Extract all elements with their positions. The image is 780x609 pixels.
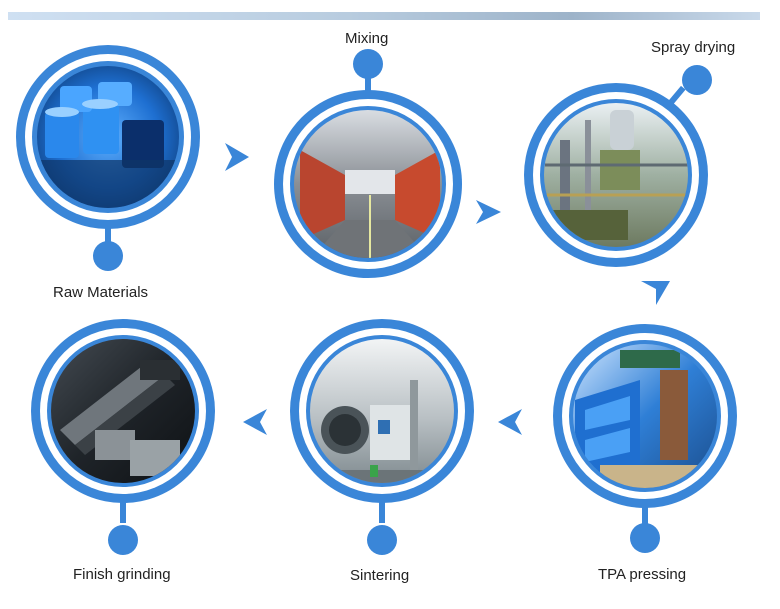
connector-dot bbox=[93, 241, 123, 271]
connector-dot bbox=[108, 525, 138, 555]
connector-dot bbox=[630, 523, 660, 553]
arrow-left-icon bbox=[243, 409, 267, 435]
arrow-right-icon bbox=[225, 143, 249, 171]
step-spray-drying bbox=[524, 65, 712, 267]
connector-dot bbox=[682, 65, 712, 95]
step-mixing bbox=[274, 49, 462, 278]
arrow-down-icon bbox=[641, 281, 670, 305]
photo-factory-hall bbox=[300, 150, 440, 258]
label-sintering: Sintering bbox=[350, 567, 410, 584]
arrow-left-icon bbox=[498, 409, 522, 435]
photo-spray-tower bbox=[545, 110, 688, 240]
photo-press-machines bbox=[575, 350, 710, 488]
step-sintering bbox=[290, 319, 474, 555]
label-spray-drying: Spray drying bbox=[651, 39, 736, 56]
label-mixing: Mixing bbox=[345, 30, 389, 47]
step-finish-grinding bbox=[31, 319, 215, 555]
step-raw-materials bbox=[16, 45, 200, 271]
header-divider-bar bbox=[8, 12, 760, 20]
label-finish-grinding: Finish grinding bbox=[73, 566, 171, 583]
arrow-right-icon bbox=[476, 200, 501, 224]
label-tpa-pressing: TPA pressing bbox=[598, 566, 687, 583]
label-raw-materials: Raw Materials bbox=[53, 284, 149, 301]
step-tpa-pressing bbox=[553, 324, 737, 553]
connector-dot bbox=[353, 49, 383, 79]
photo-grinding-machine bbox=[60, 360, 180, 476]
connector-dot bbox=[367, 525, 397, 555]
flow-arrows bbox=[225, 143, 670, 435]
